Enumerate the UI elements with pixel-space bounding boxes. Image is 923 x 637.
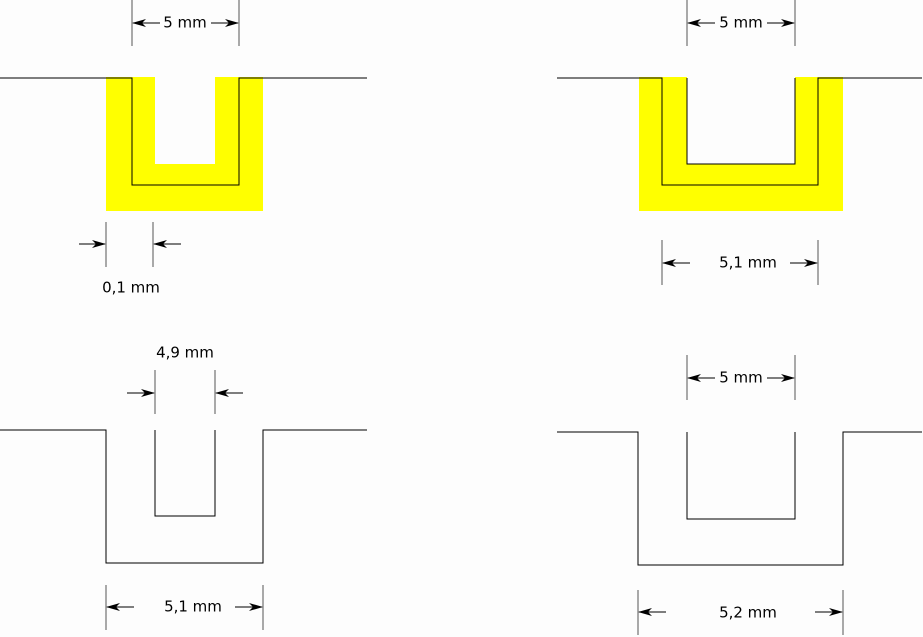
dimension-top: 5 mm [131,0,240,46]
dimension-label: 4,9 mm [156,344,214,362]
dimension-label: 5 mm [719,369,763,387]
dimension-bottom: 5,2 mm [637,590,844,635]
panel-bottom-left: 4,9 mm 5,1 mm [0,344,367,630]
panel-top-right: 5 mm 5,1 mm [557,0,922,285]
dimension-label: 0,1 mm [102,279,160,297]
groove-profile [0,77,367,186]
groove-profile-outer [557,77,922,186]
groove-profile-inner [686,432,796,520]
groove-profile-inner [154,430,216,517]
dimension-label: 5,1 mm [164,598,222,616]
panel-bottom-right: 5 mm 5,2 mm [557,355,922,635]
dimension-bottom: 0,1 mm [79,222,181,297]
groove-profile-outer [0,429,367,564]
dimension-top: 5 mm [686,355,796,400]
groove-profile-inner [686,78,796,165]
dimension-label: 5 mm [163,14,207,32]
coating-fill [639,77,843,211]
groove-profile-outer [557,431,922,566]
coating-fill [106,77,263,211]
dimension-bottom: 5,1 mm [105,585,264,630]
dimension-bottom: 5,1 mm [661,240,819,285]
dimension-label: 5 mm [719,14,763,32]
dimension-label: 5,2 mm [719,604,777,622]
dimension-top: 5 mm [686,0,796,46]
panel-top-left: 5 mm 0,1 mm [0,0,367,297]
dimension-label: 5,1 mm [719,254,777,272]
dimension-top: 4,9 mm [127,344,243,414]
